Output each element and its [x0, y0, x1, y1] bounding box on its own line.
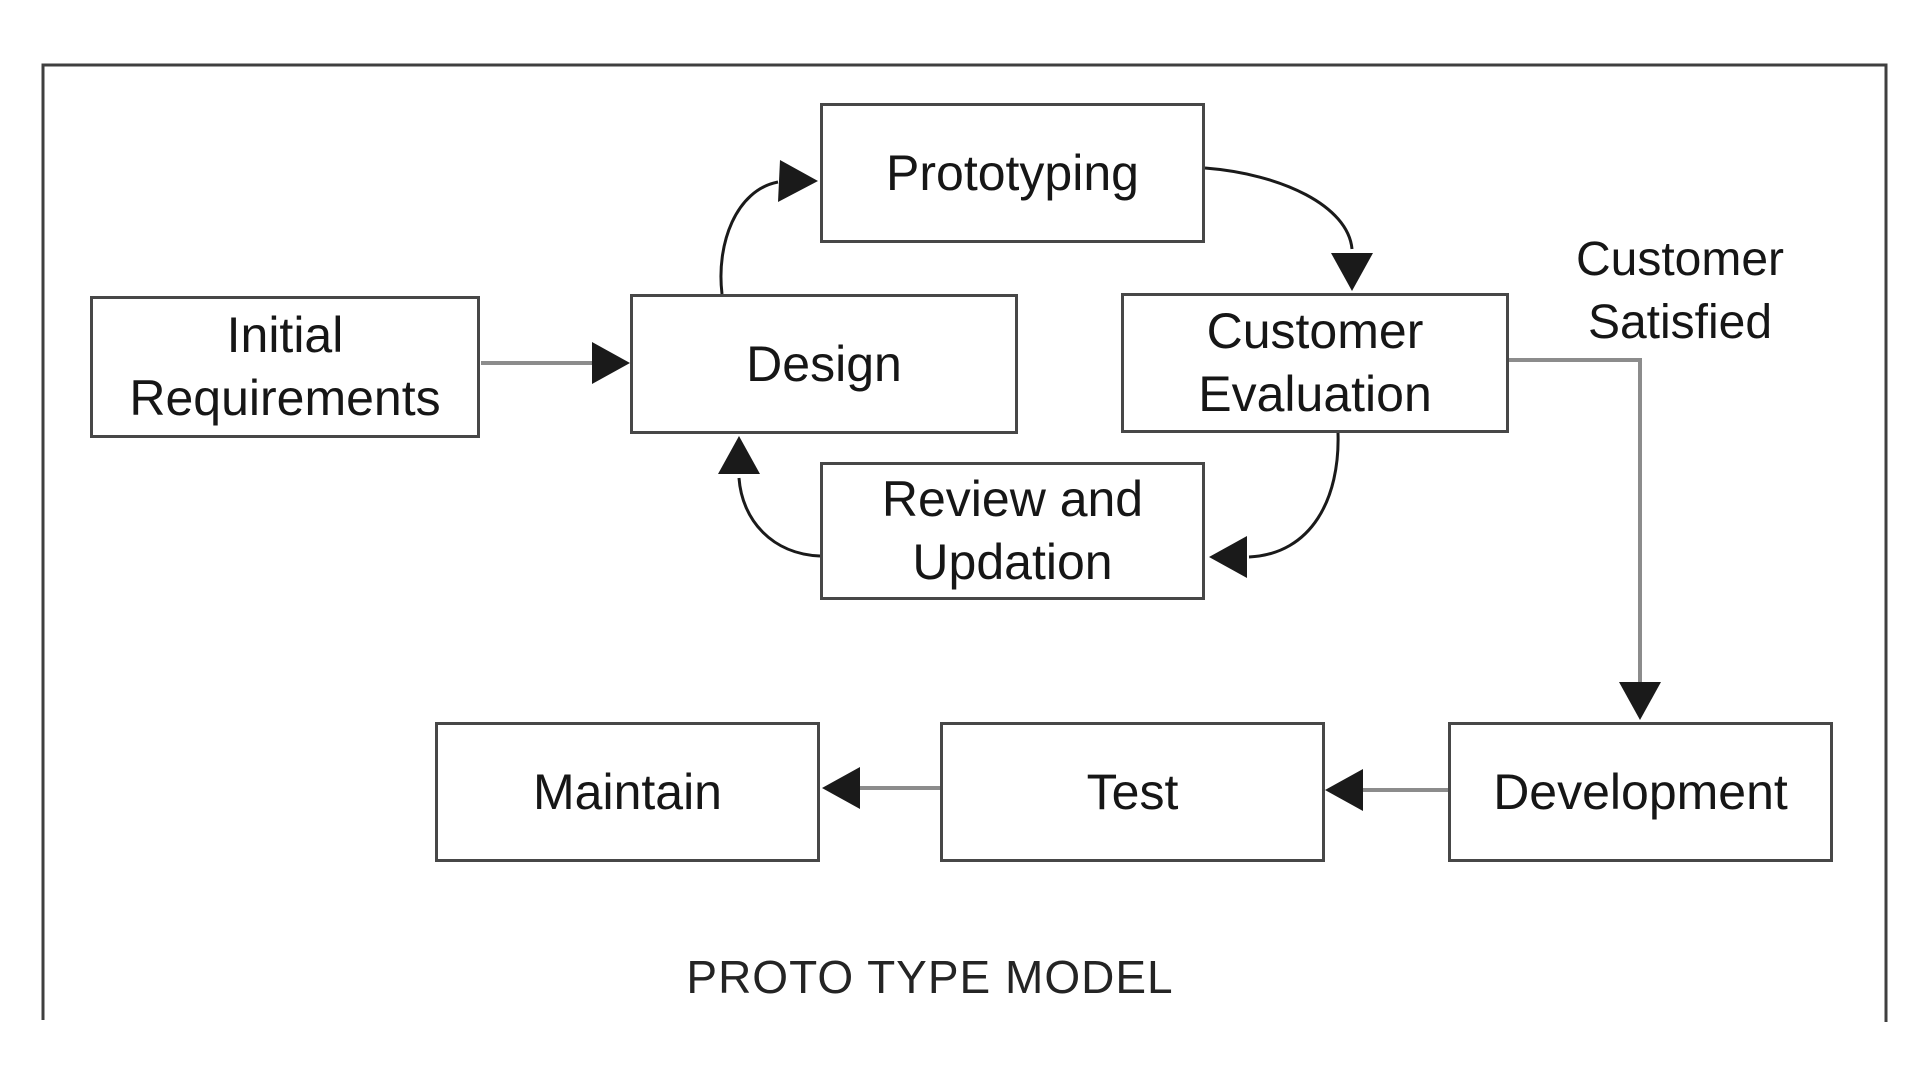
- arrow-customer-satisfied-to-development: [1509, 358, 1661, 720]
- diagram-caption: PROTO TYPE MODEL: [686, 951, 1174, 1003]
- arrow-development-to-test: [1325, 769, 1448, 811]
- node-label: Design: [746, 335, 902, 392]
- arrow-customer-evaluation-to-review: [1209, 432, 1340, 578]
- node-label: Initial Requirements: [129, 307, 441, 426]
- node-maintain: Maintain: [435, 722, 820, 862]
- arrow-design-to-prototyping: [719, 160, 818, 295]
- node-label: Maintain: [533, 763, 722, 820]
- node-label: Test: [1086, 763, 1179, 820]
- node-label: Development: [1493, 763, 1788, 820]
- arrow-test-to-maintain: [822, 767, 940, 809]
- node-prototyping: Prototyping: [820, 103, 1205, 243]
- arrow-review-to-design: [718, 436, 821, 558]
- frame-border: [41, 63, 1888, 1022]
- arrow-prototyping-to-customer-evaluation: [1204, 166, 1373, 291]
- node-test: Test: [940, 722, 1325, 862]
- arrow-initial-to-design: [481, 342, 630, 384]
- node-label: Review and Updation: [881, 471, 1144, 590]
- node-label: Prototyping: [886, 144, 1139, 201]
- node-review-and-updation: Review and Updation: [820, 462, 1205, 600]
- node-initial-requirements: Initial Requirements: [90, 296, 480, 438]
- node-design: Design: [630, 294, 1018, 434]
- customer-satisfied-label: Customer Satisfied: [1575, 233, 1785, 350]
- node-label: Customer Evaluation: [1198, 303, 1432, 422]
- node-customer-evaluation: Customer Evaluation: [1121, 293, 1509, 433]
- node-development: Development: [1448, 722, 1833, 862]
